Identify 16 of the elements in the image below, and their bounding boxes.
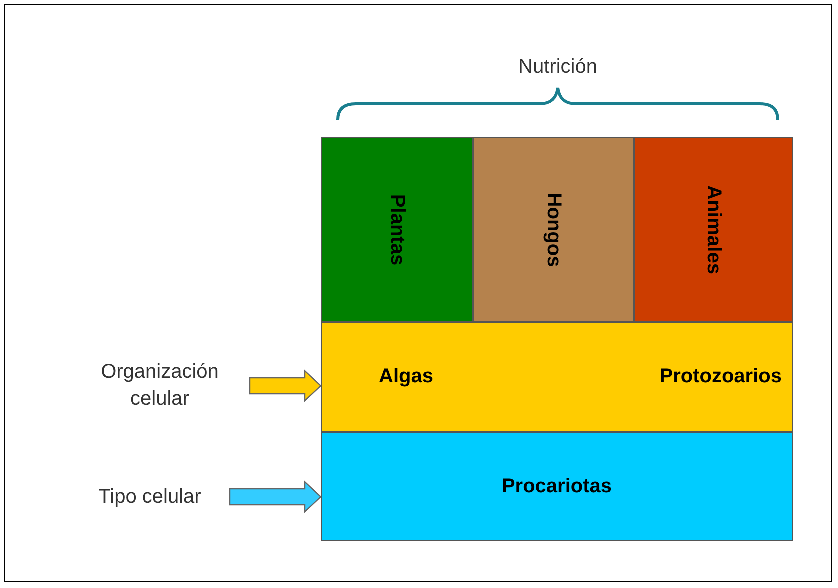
- kingdom-block: [634, 137, 793, 322]
- kingdom-block: [473, 137, 634, 322]
- kingdom-band: [321, 322, 793, 432]
- kingdom-name: Hongos: [542, 192, 565, 267]
- kingdom-name: Plantas: [386, 194, 408, 266]
- block-arrow: [249, 370, 322, 402]
- group-name: Procariotas: [502, 475, 612, 498]
- brace-label: Nutrición: [518, 56, 598, 79]
- row-label-text: Tipo celular: [98, 484, 202, 510]
- kingdom-block: [321, 137, 473, 322]
- group-name: Protozoarios: [660, 366, 782, 388]
- group-name: Algas: [379, 366, 434, 388]
- kingdom-band: [321, 432, 793, 541]
- kingdom-name: Animales: [702, 185, 725, 274]
- block-arrow: [229, 480, 322, 514]
- row-label-text: Organización celular: [100, 360, 220, 412]
